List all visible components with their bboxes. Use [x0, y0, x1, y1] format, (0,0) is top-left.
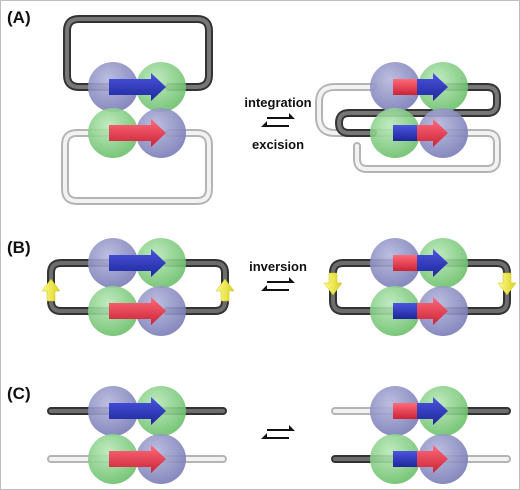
hybrid-site-red-half — [393, 255, 417, 271]
inversion-label: inversion — [249, 259, 307, 274]
marker-up-arrow — [215, 278, 235, 302]
hybrid-site-blue-half — [393, 125, 417, 141]
panel-b-left-recombinase-tetramer — [88, 238, 186, 336]
hybrid-site-blue-half — [393, 451, 417, 467]
hybrid-site-blue-half — [417, 249, 448, 277]
blue-site-arrow — [109, 249, 166, 277]
hybrid-site-red-half — [417, 119, 448, 147]
panel-c-left-recombinase-tetramer — [88, 386, 186, 484]
hybrid-site-blue-half — [393, 303, 417, 319]
panel-c-right-recombinase-tetramer — [370, 386, 468, 484]
reversible-arrows-b — [261, 277, 295, 291]
reversible-arrows-a — [261, 113, 295, 127]
hybrid-site-red-half — [417, 297, 448, 325]
red-site-arrow — [109, 297, 166, 325]
panel-a-left-dark-dna — [63, 15, 213, 91]
panel-c-label: (C) — [7, 384, 31, 403]
red-site-arrow — [109, 445, 166, 473]
panel-a-label: (A) — [7, 8, 31, 27]
integration-label: integration — [244, 95, 311, 110]
red-site-arrow — [109, 119, 166, 147]
marker-down-arrow — [497, 272, 517, 296]
marker-down-arrow — [323, 272, 343, 296]
panel-a-right-dark-dna — [334, 83, 501, 137]
excision-label: excision — [252, 137, 304, 152]
hybrid-site-red-half — [393, 79, 417, 95]
blue-site-arrow — [109, 397, 166, 425]
marker-up-arrow — [41, 278, 61, 302]
hybrid-site-red-half — [417, 445, 448, 473]
panel-a-left-light-dna — [61, 129, 213, 205]
hybrid-site-red-half — [393, 403, 417, 419]
panel-a-right-light-dna — [315, 83, 501, 173]
panel-b-right-recombinase-tetramer — [370, 238, 468, 336]
hybrid-site-blue-half — [417, 397, 448, 425]
blue-site-arrow — [109, 73, 166, 101]
panel-b-label: (B) — [7, 238, 31, 257]
hybrid-site-blue-half — [417, 73, 448, 101]
reversible-arrows-c — [261, 425, 295, 439]
panel-a-left-recombinase-tetramer — [88, 62, 186, 158]
